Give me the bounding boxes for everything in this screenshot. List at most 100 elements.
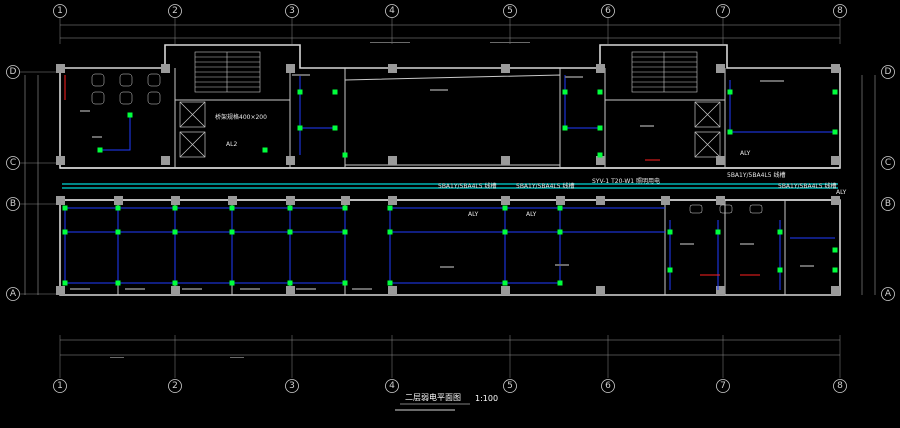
structural-column [501,64,510,73]
structural-column [831,64,840,73]
structural-column [831,286,840,295]
structural-column [596,286,605,295]
column-axis-top-4-label: 4 [389,6,395,16]
structural-column [831,196,840,205]
structural-column [716,286,725,295]
elevator-shafts [179,101,721,158]
column-axis-bottom-8-label: 8 [837,381,843,391]
device-marker [287,229,293,235]
structural-column [171,196,180,205]
structural-column [388,286,397,295]
row-axis-left-A-label: A [10,289,17,299]
column-axis-top-2: 2 [168,4,182,18]
row-axis-left-A: A [6,287,20,301]
box-label-5: AL2 [226,141,237,148]
column-axis-bottom-3: 3 [285,379,299,393]
device-marker [172,205,178,211]
structural-column [56,156,65,165]
column-axis-bottom-4-label: 4 [389,381,395,391]
device-marker [62,205,68,211]
row-axis-left-D: D [6,65,20,79]
structural-column [286,196,295,205]
device-marker [229,280,235,286]
structural-column [114,196,123,205]
structural-column [341,196,350,205]
row-axis-left-C-label: C [10,158,16,168]
device-marker [727,129,733,135]
column-axis-top-3: 3 [285,4,299,18]
structural-column [501,156,510,165]
device-marker [97,147,103,153]
device-marker [127,112,133,118]
interior-walls [117,68,786,295]
building-walls [59,44,841,296]
row-axis-bubbles-right: D C B A [881,65,895,301]
column-axis-top-6-label: 6 [605,6,611,16]
column-grid-lines [59,18,841,378]
device-marker [297,89,303,95]
device-marker [115,280,121,286]
row-axis-right-D: D [881,65,895,79]
column-axis-bottom-6-label: 6 [605,381,611,391]
row-axis-right-A: A [881,287,895,301]
device-marker [172,280,178,286]
device-marker [287,280,293,286]
column-axis-top-8: 8 [833,4,847,18]
device-marker [597,152,603,158]
row-axis-right-C: C [881,156,895,170]
device-marker [832,89,838,95]
room-labels-unreadable [70,42,814,411]
tray-spec-label: 桥架规格400×200 [215,113,267,121]
structural-column [716,64,725,73]
device-marker [115,229,121,235]
column-axis-top-1-label: 1 [57,6,63,16]
structural-column [56,64,65,73]
box-label-1: ALY [468,211,479,218]
row-axis-right-B-label: B [885,199,891,209]
staircase-left [194,51,261,93]
device-marker [342,205,348,211]
structural-column [228,196,237,205]
column-axis-bottom-5-label: 5 [507,381,513,391]
structural-column [501,196,510,205]
device-marker [297,125,303,131]
column-axis-bottom-2-label: 2 [172,381,178,391]
structural-column [286,286,295,295]
column-axis-bottom-2: 2 [168,379,182,393]
device-marker [387,280,393,286]
row-axis-left-C: C [6,156,20,170]
device-marker [332,125,338,131]
electrical-devices [62,89,838,286]
structural-column [501,286,510,295]
toilet-fixtures [91,73,763,214]
column-axis-top-7: 7 [716,4,730,18]
structural-column [831,156,840,165]
structural-column [161,64,170,73]
column-axis-top-5: 5 [503,4,517,18]
device-marker [229,229,235,235]
row-axis-right-D-label: D [885,67,892,77]
device-marker [557,229,563,235]
device-marker [727,89,733,95]
row-axis-right-C-label: C [885,158,891,168]
device-marker [387,229,393,235]
cable-top-label: SYV-1 T20-W1 照明用电 [592,177,660,185]
staircase-right [631,51,698,93]
device-marker [287,205,293,211]
device-marker [342,280,348,286]
device-marker [342,229,348,235]
cable-tray-corridor [62,183,838,189]
device-marker [777,229,783,235]
red-marks [64,75,760,276]
structural-column [596,156,605,165]
drawing-title: 二层弱电平面图 [405,392,461,402]
structural-column [388,156,397,165]
device-marker [172,229,178,235]
column-axis-bottom-7-label: 7 [720,381,726,391]
column-axis-top-2-label: 2 [172,6,178,16]
device-marker [62,280,68,286]
row-axis-right-A-label: A [885,289,892,299]
